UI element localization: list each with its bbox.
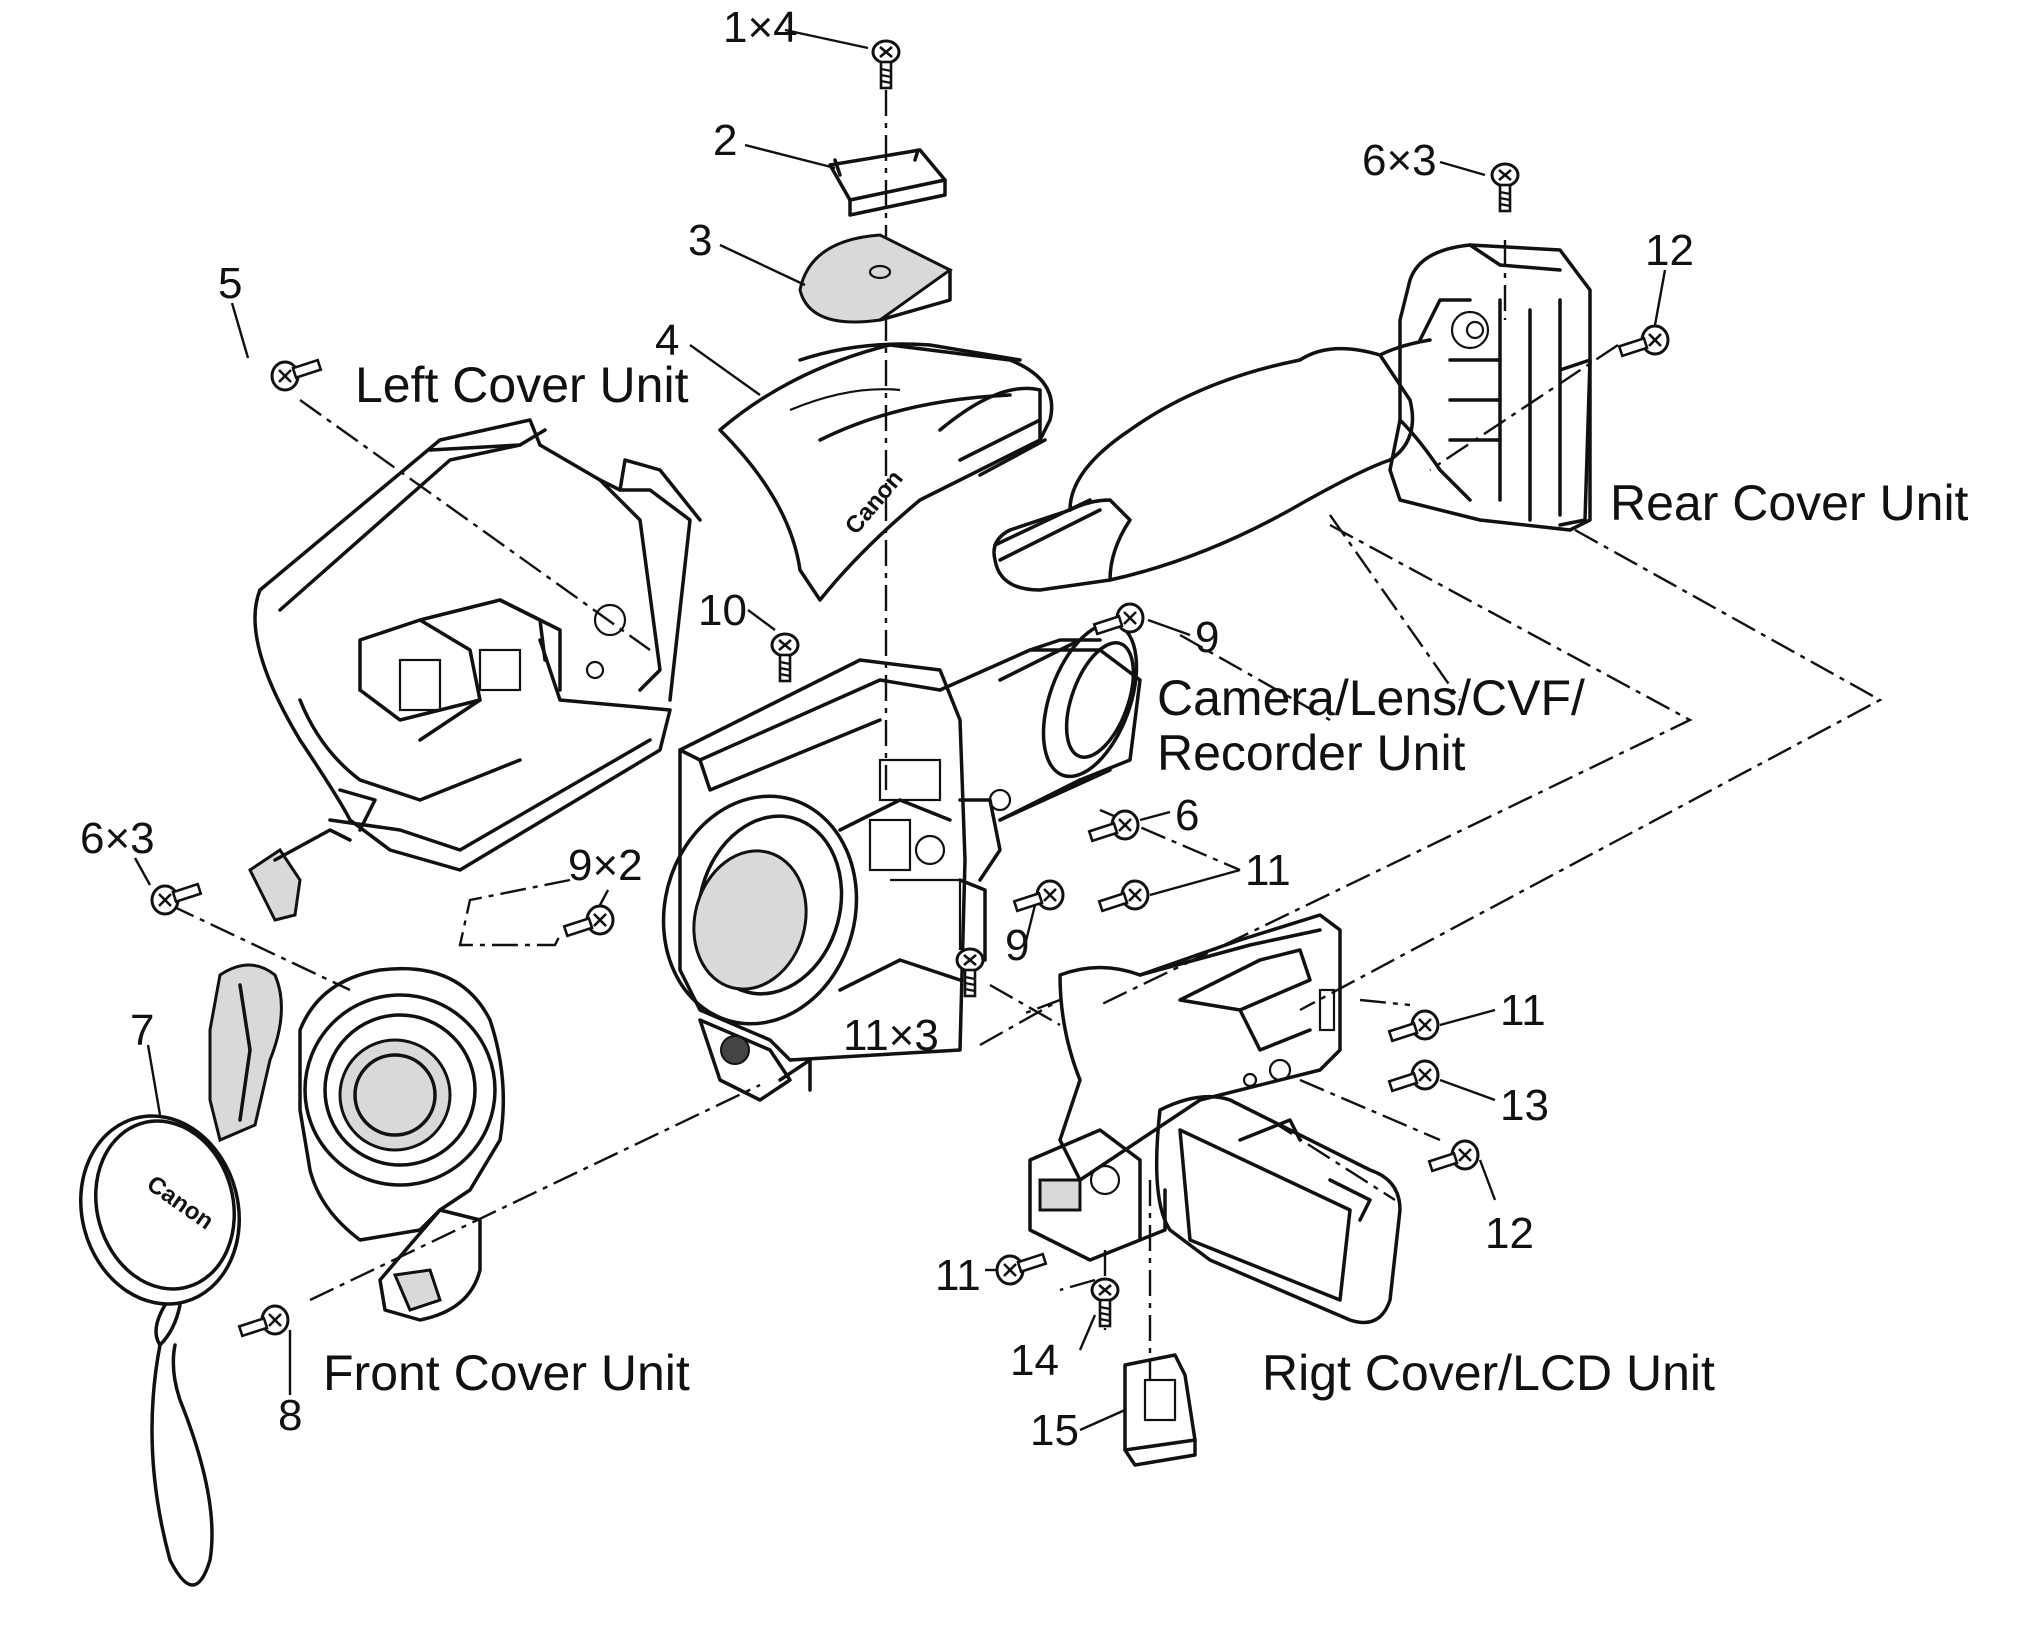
- callout-8: 8: [278, 1391, 302, 1440]
- callout-6-top: 6×3: [1362, 136, 1437, 185]
- screw-9b-icon: [562, 904, 615, 938]
- label-camera-unit-line2: Recorder Unit: [1157, 725, 1466, 781]
- screw-13-icon: [1387, 1059, 1440, 1093]
- callout-12-top: 12: [1645, 226, 1694, 275]
- screw-6b-icon: [1087, 809, 1140, 843]
- screw-12a-icon: [1617, 324, 1670, 358]
- cap-logo: Canon: [142, 1170, 219, 1235]
- screw-9a-icon: [1092, 602, 1145, 636]
- callout-13: 13: [1500, 1081, 1549, 1130]
- canon-logo-top: Canon: [840, 465, 909, 540]
- rear-cover-unit: [992, 243, 1592, 592]
- screw-5-icon: [270, 358, 323, 392]
- callout-11x3: 11×3: [843, 1011, 939, 1060]
- screw-14-icon: [1090, 1277, 1120, 1328]
- callout-3: 3: [688, 216, 712, 265]
- screw-1-icon: [871, 39, 901, 90]
- label-left-cover-unit: Left Cover Unit: [355, 357, 689, 413]
- part-callouts: 1×4 2 3 4 5 6×3 12 10 9 6 11 9×2 6×3 9 1…: [80, 3, 1694, 1455]
- front-cover-unit: [208, 963, 506, 1322]
- leader-lines: [133, 28, 1667, 1432]
- unit-labels: Left Cover Unit Rear Cover Unit Camera/L…: [323, 357, 1969, 1401]
- callout-6-mid: 6: [1175, 791, 1199, 840]
- camera-lens-unit: [661, 621, 1142, 1102]
- screw-11d-icon: [995, 1252, 1048, 1286]
- screw-8-icon: [237, 1304, 290, 1338]
- callout-10: 10: [698, 586, 747, 635]
- callout-9-top: 9: [1195, 613, 1219, 662]
- callout-9x2: 9×2: [568, 841, 643, 890]
- left-cover-unit: [248, 418, 702, 922]
- callout-11-low: 11: [935, 1251, 981, 1300]
- callout-15: 15: [1030, 1406, 1079, 1455]
- screw-6a-icon: [1490, 162, 1520, 213]
- screw-10-icon: [770, 632, 800, 683]
- label-right-cover-lcd-unit: Rigt Cover/LCD Unit: [1262, 1345, 1715, 1401]
- part-15-bracket: [1123, 1353, 1197, 1467]
- part-7-lens-cap: Canon: [78, 1114, 242, 1587]
- callout-14: 14: [1010, 1336, 1059, 1385]
- part-2-shoe-plate: [828, 148, 947, 217]
- callout-9-low: 9: [1005, 921, 1029, 970]
- callout-12-right: 12: [1485, 1209, 1534, 1258]
- label-rear-cover-unit: Rear Cover Unit: [1610, 475, 1969, 531]
- screw-9c-icon: [1012, 879, 1065, 913]
- label-front-cover-unit: Front Cover Unit: [323, 1345, 690, 1401]
- screw-12b-icon: [1427, 1139, 1480, 1173]
- screw-11a-icon: [1097, 879, 1150, 913]
- callout-4: 4: [655, 316, 679, 365]
- right-cover-lcd-unit: [1028, 913, 1402, 1325]
- callout-11-mid: 11: [1245, 846, 1291, 895]
- screw-6c-icon: [150, 882, 203, 916]
- callout-11-right: 11: [1500, 986, 1546, 1035]
- part-3-shoe-cover: [798, 233, 953, 324]
- callout-5: 5: [218, 259, 242, 308]
- screw-11c-icon: [1387, 1009, 1440, 1043]
- callout-1: 1×4: [723, 3, 798, 52]
- label-camera-unit-line1: Camera/Lens/CVF/: [1157, 670, 1585, 726]
- callout-6-left: 6×3: [80, 814, 155, 863]
- callout-2: 2: [713, 116, 737, 165]
- callout-7: 7: [130, 1006, 154, 1055]
